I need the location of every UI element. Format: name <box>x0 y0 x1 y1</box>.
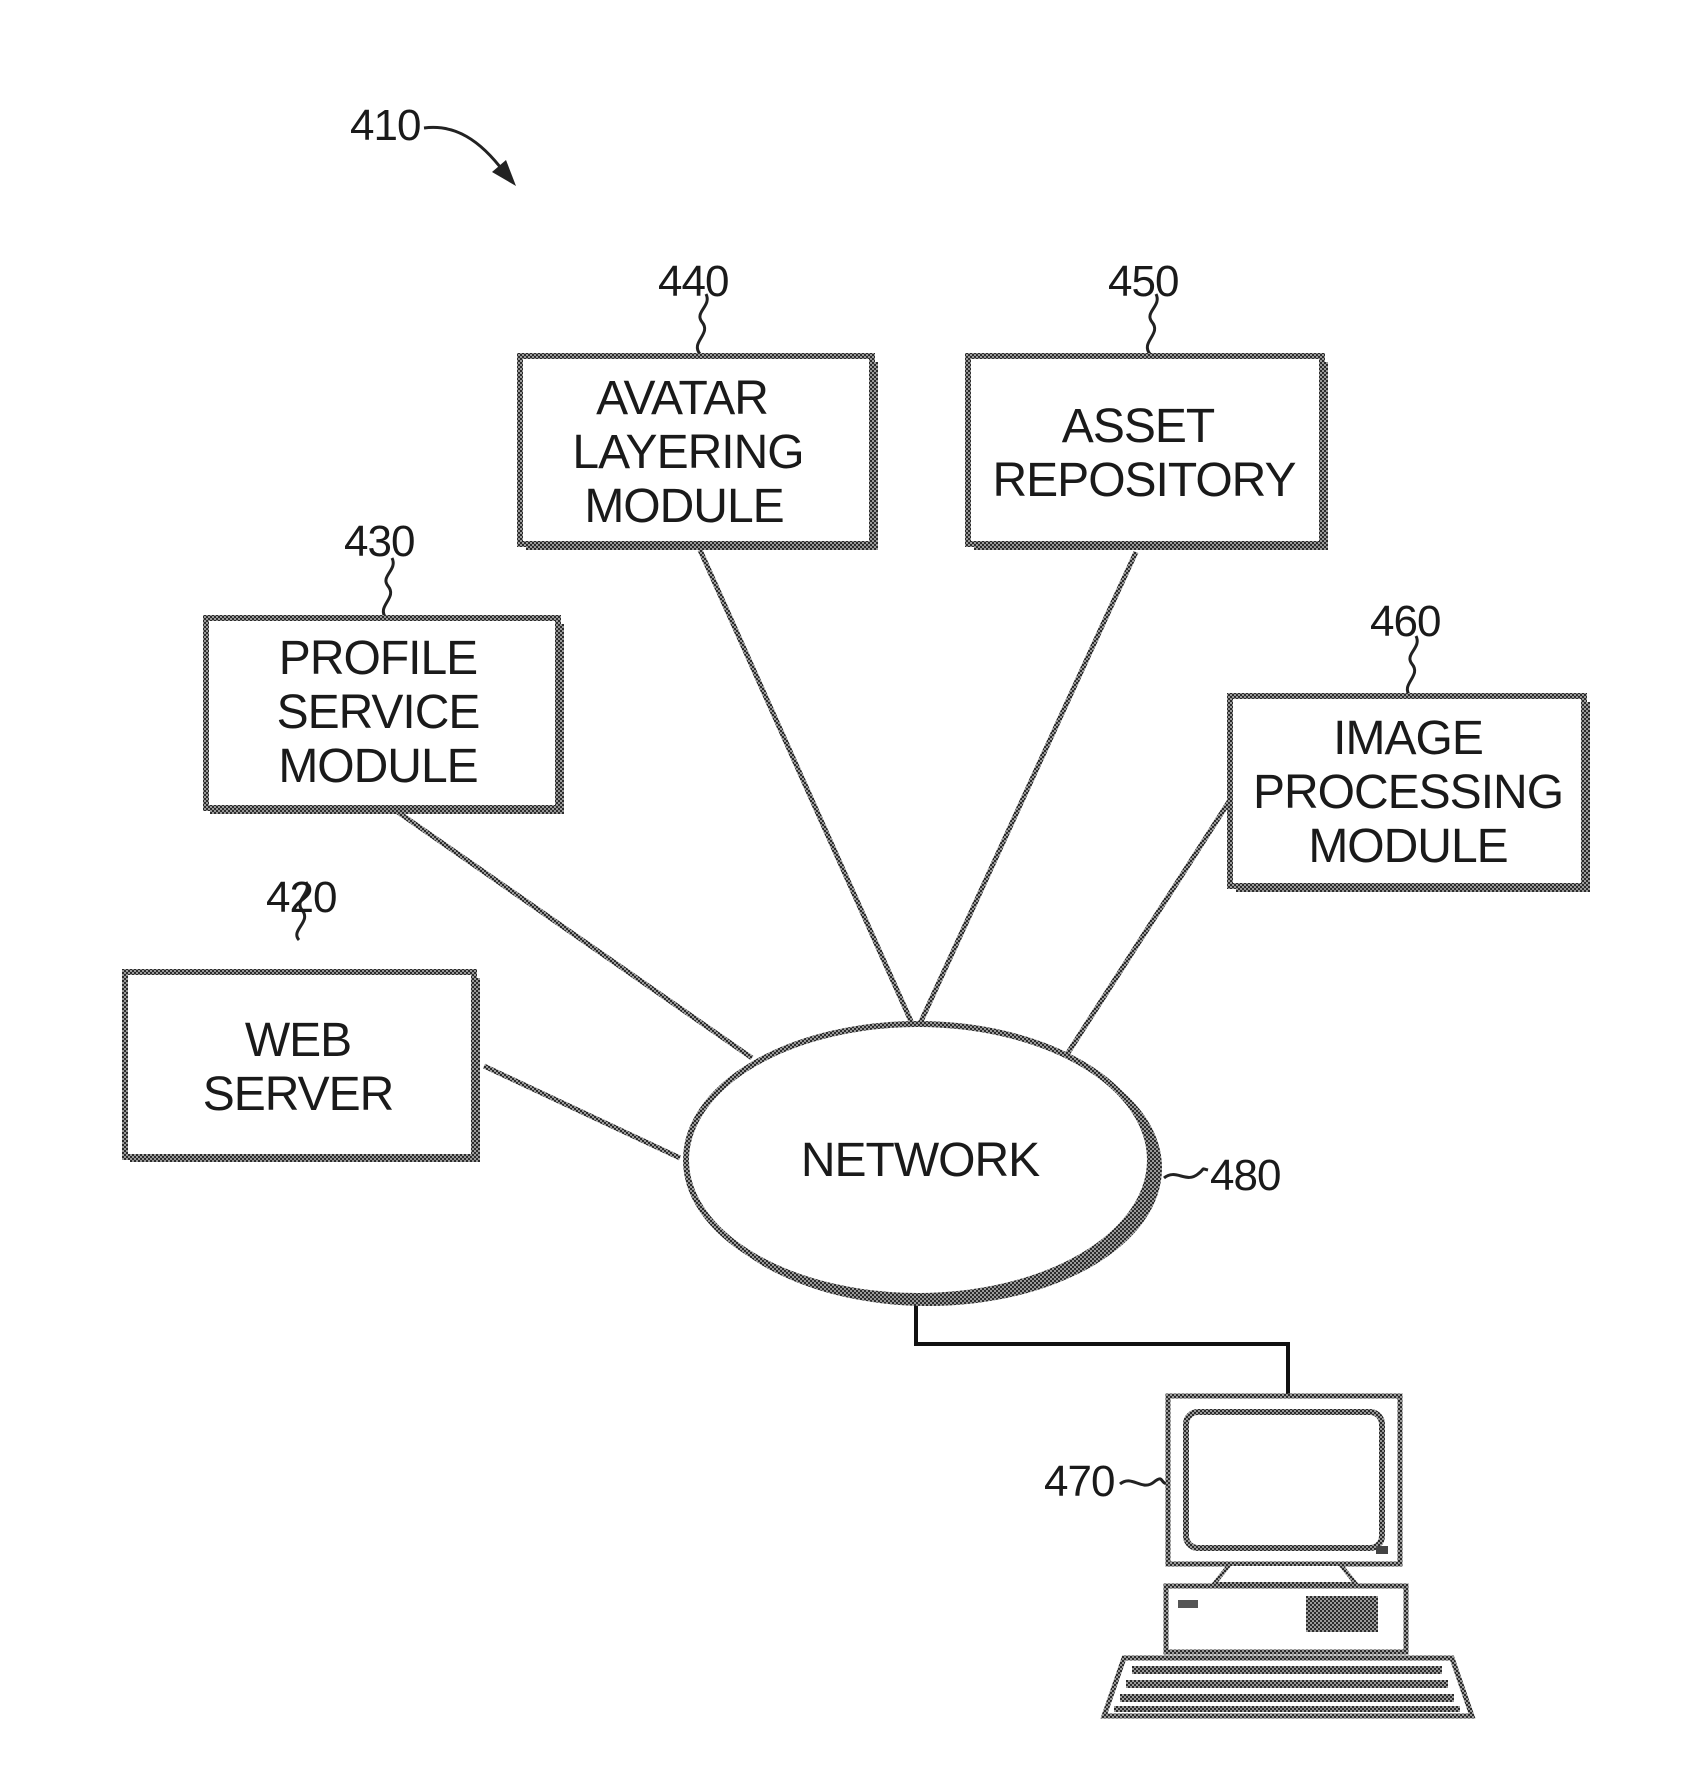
network-node: NETWORK 480 <box>686 1024 1280 1306</box>
monitor-stand <box>1214 1564 1356 1584</box>
link-client-computer <box>916 1300 1288 1396</box>
asset-repository-ref: 450 <box>1108 257 1178 306</box>
client-ref: 470 <box>1044 1457 1114 1506</box>
image-processing-module-box: 460 IMAGE PROCESSING MODULE <box>1230 597 1590 892</box>
image-processing-label-line3: MODULE <box>1308 820 1507 873</box>
profile-service-ref: 430 <box>344 517 414 566</box>
link-asset-repository <box>918 552 1136 1028</box>
avatar-layering-label-line3: MODULE <box>584 480 783 533</box>
image-processing-label-line2: PROCESSING <box>1253 766 1563 819</box>
profile-service-label-line3: MODULE <box>278 740 477 793</box>
web-server-box: 420 WEB SERVER <box>125 873 480 1162</box>
figure-reference: 410 <box>350 101 516 186</box>
web-server-label-line2: SERVER <box>203 1068 394 1121</box>
link-web-server <box>484 1066 680 1158</box>
image-processing-label-line1: IMAGE <box>1333 712 1483 765</box>
profile-service-leader <box>383 558 393 618</box>
client-leader <box>1120 1479 1168 1485</box>
network-label: NETWORK <box>801 1134 1040 1187</box>
figure-ref-label: 410 <box>350 101 420 150</box>
avatar-layering-label-line1: AVATAR <box>596 372 768 425</box>
network-ref: 480 <box>1210 1151 1280 1200</box>
drive-bay <box>1306 1596 1378 1632</box>
avatar-layering-label-line2: LAYERING <box>572 426 803 479</box>
figure-ref-arrow <box>424 127 504 172</box>
asset-repository-label-line1: ASSET <box>1062 400 1215 453</box>
monitor-power-led <box>1376 1546 1388 1554</box>
avatar-layering-module-box: 440 AVATAR LAYERING MODULE <box>520 257 878 550</box>
figure-ref-arrowhead <box>492 160 516 186</box>
desktop-computer-icon: 470 <box>1044 1396 1472 1716</box>
profile-service-label-line2: SERVICE <box>277 686 480 739</box>
network-leader <box>1164 1169 1208 1178</box>
monitor-screen <box>1186 1412 1382 1548</box>
asset-repository-box: 450 ASSET REPOSITORY <box>968 257 1328 550</box>
link-image-processing <box>1066 800 1230 1056</box>
profile-service-module-box: 430 PROFILE SERVICE MODULE <box>206 517 564 814</box>
link-avatar-layering <box>700 550 914 1028</box>
web-server-label-line1: WEB <box>245 1014 351 1067</box>
image-processing-ref: 460 <box>1370 597 1440 646</box>
avatar-layering-ref: 440 <box>658 257 728 306</box>
profile-service-label-line1: PROFILE <box>279 632 477 685</box>
web-server-ref: 420 <box>266 873 336 922</box>
drive-slot <box>1178 1600 1198 1608</box>
asset-repository-label-line2: REPOSITORY <box>993 454 1296 507</box>
